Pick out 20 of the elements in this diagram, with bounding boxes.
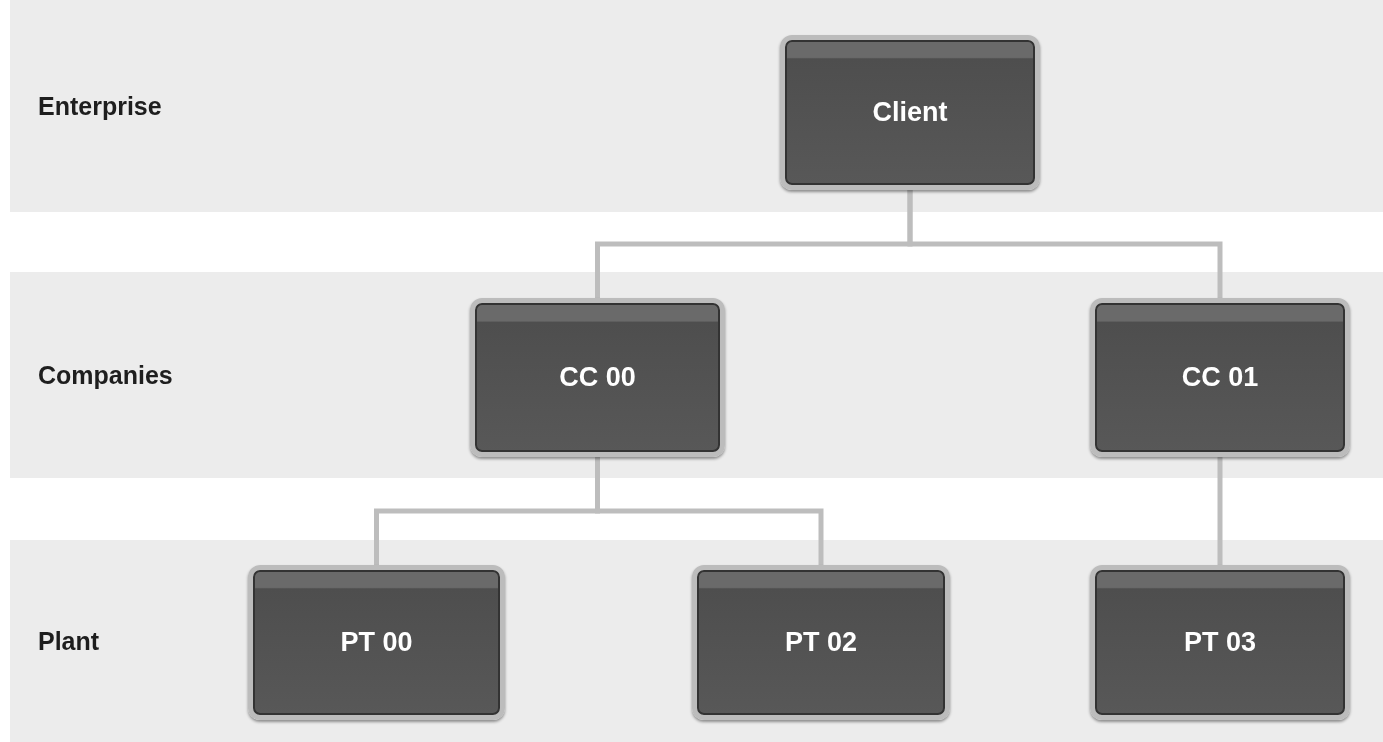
connector-line — [907, 190, 1223, 298]
org-unit-box — [780, 35, 1040, 190]
level-band — [10, 0, 1383, 212]
level-label: Enterprise — [38, 91, 162, 121]
connector-line — [1217, 457, 1223, 565]
unit-label: PT 00 — [340, 627, 413, 658]
unit-label: Client — [872, 97, 948, 128]
org-unit-box — [1090, 298, 1350, 457]
level-label: Companies — [38, 360, 173, 390]
unit-label: PT 02 — [784, 627, 857, 658]
level-label: Plant — [38, 626, 100, 656]
level-band — [10, 272, 1383, 478]
org-unit-box — [470, 298, 725, 457]
level-band — [10, 540, 1383, 742]
unit-label: CC 00 — [559, 362, 636, 393]
unit-label: CC 01 — [1181, 362, 1259, 393]
org-unit-box — [248, 565, 505, 720]
org-unit-box — [692, 565, 950, 720]
unit-label: PT 03 — [1183, 627, 1256, 658]
org-unit-box — [1090, 565, 1350, 720]
